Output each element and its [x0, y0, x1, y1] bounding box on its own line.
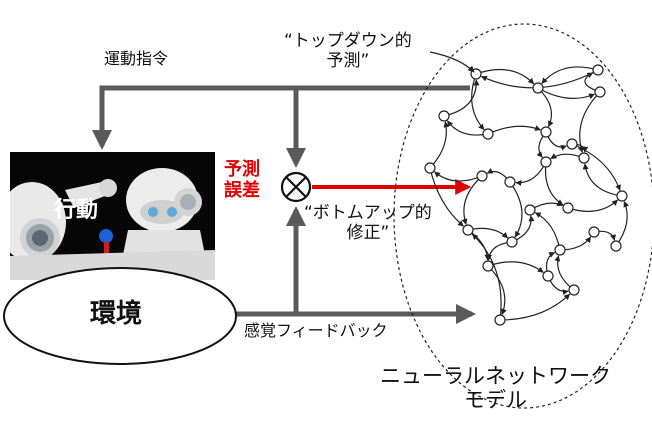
- action-label: 行動: [54, 198, 99, 223]
- environment-label: 環境: [90, 299, 143, 329]
- motor-command-arrow: [92, 85, 470, 150]
- network-node: [594, 86, 606, 98]
- network-edge: [582, 163, 623, 197]
- network-node: [424, 162, 436, 174]
- network-node: [578, 152, 590, 164]
- network-edge: [537, 87, 595, 100]
- network-edge: [499, 293, 571, 321]
- network-node: [540, 126, 552, 138]
- network-nodes: [424, 64, 628, 326]
- network-boundary: [393, 23, 652, 409]
- network-edge: [541, 66, 599, 84]
- network-edges: [429, 66, 630, 321]
- network-edge: [544, 161, 564, 206]
- prediction-error-label: 予測 誤差: [224, 159, 260, 201]
- network-edge: [567, 199, 619, 212]
- network-node: [476, 170, 488, 182]
- network-node: [588, 226, 600, 238]
- network-node: [592, 64, 604, 76]
- network-node: [482, 128, 494, 140]
- network-node: [482, 260, 494, 272]
- motor-command-label: 運動指令: [104, 49, 169, 68]
- network-node: [532, 82, 544, 94]
- environment-ellipse: [3, 267, 237, 365]
- network-edge: [615, 200, 630, 247]
- network-node: [504, 176, 516, 188]
- network-node: [494, 314, 506, 326]
- network-node: [540, 156, 552, 168]
- network-edge: [471, 233, 502, 321]
- robot-photo: [10, 152, 215, 280]
- network-edge: [471, 73, 485, 130]
- network-node: [616, 190, 628, 202]
- network-node: [462, 224, 474, 236]
- network-edge: [571, 143, 621, 191]
- network-node: [542, 270, 554, 282]
- network-edge: [429, 167, 464, 227]
- network-node: [568, 284, 580, 296]
- network-node: [566, 138, 578, 150]
- network-edge: [487, 125, 541, 135]
- network-node: [562, 202, 574, 214]
- network-node: [610, 240, 622, 252]
- network-node: [438, 110, 450, 122]
- network-node: [524, 204, 536, 216]
- neural-network-model-label: ニューラルネットワーク モデル: [380, 364, 611, 413]
- network-edge: [475, 68, 535, 85]
- network-edge: [434, 171, 483, 182]
- network-node: [506, 236, 518, 248]
- network-node: [554, 244, 566, 256]
- robot-image: [10, 152, 215, 280]
- top-down-prediction-label: “トップダウン的 予測”: [284, 31, 412, 71]
- network-edge: [554, 255, 575, 291]
- network-edge: [461, 175, 483, 225]
- network-edge: [429, 121, 450, 169]
- bottom-up-correction-label: “ボトムアップ的 修正”: [304, 203, 432, 243]
- circled-times-icon: [280, 171, 312, 203]
- network-edge: [577, 91, 601, 153]
- network-edge: [509, 181, 523, 238]
- network-edge: [534, 212, 561, 251]
- sensory-feedback-label: 感覚フィードバック: [244, 321, 388, 340]
- top-down-pointer: [429, 51, 475, 73]
